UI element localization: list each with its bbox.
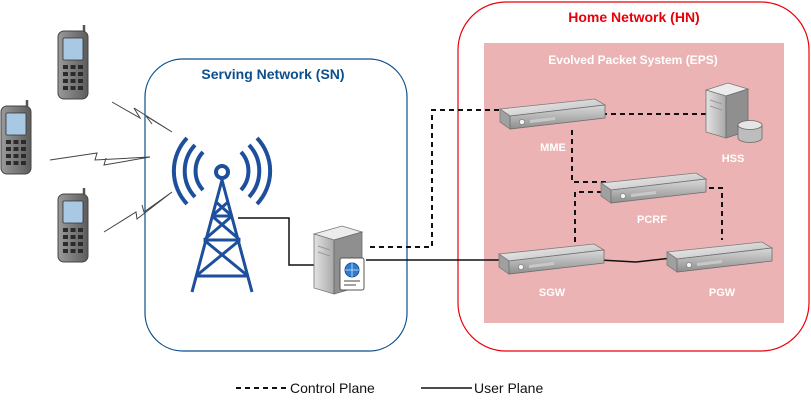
radio-link-top: [111, 101, 173, 133]
eps-title: Evolved Packet System (EPS): [548, 53, 717, 67]
control-plane-link-gateway-mme: [370, 109, 505, 248]
control-plane-link-mme-pcrf: [571, 130, 608, 183]
mobile-phone-icon: [56, 186, 90, 264]
mobile-phone-icon: [56, 23, 90, 101]
serving-network-box: [144, 58, 408, 352]
control-plane-link-pcrf-pgw: [700, 187, 723, 240]
mme-label: MME: [540, 142, 566, 154]
hss-label: HSS: [722, 153, 745, 165]
radio-link-middle: [49, 152, 151, 166]
sgw-label: SGW: [539, 287, 566, 299]
mobile-phone-icon: [0, 98, 33, 176]
control-plane-link-sgw-pcrf: [574, 191, 606, 242]
pgw-label: PGW: [709, 287, 736, 299]
cell-tower-icon: [171, 136, 273, 293]
serving-network-title: Serving Network (SN): [201, 66, 344, 82]
user-plane-link-sgw-pgw: [599, 257, 673, 263]
gateway-server-icon: [312, 225, 365, 295]
user-plane-link-tower-gateway: [238, 217, 314, 266]
radio-link-bottom: [103, 191, 173, 233]
legend-control-plane-label: Control Plane: [290, 380, 375, 396]
home-network-box: [457, 1, 810, 352]
pcrf-label: PCRF: [637, 214, 667, 226]
hss-server-icon: [704, 82, 763, 143]
legend-user-plane-label: User Plane: [474, 380, 543, 396]
home-network-title: Home Network (HN): [568, 9, 699, 25]
